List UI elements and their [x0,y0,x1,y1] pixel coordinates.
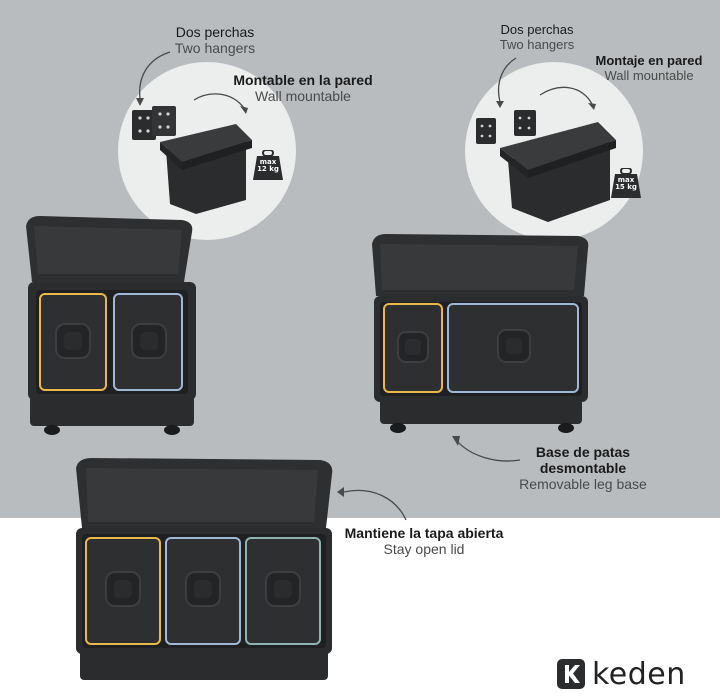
callout-stay-open: Mantiene la tapa abierta Stay open lid [334,525,514,557]
arrow-leg-base [455,439,521,462]
arrow-wall-left [193,93,245,109]
callout-leg-base: Base de patas desmontable Removable leg … [500,444,666,492]
callout-wall-left: Montable en la pared Wall mountable [218,72,388,104]
callout-en: Stay open lid [383,541,465,558]
arrow-stay-open [343,489,407,521]
callout-es-line2: desmontable [539,460,627,477]
arrow-two-hangers-left [139,51,171,99]
weight-max-label: max [259,158,277,166]
callout-es: Montaje en pared [595,53,703,68]
keden-logo-icon [557,659,585,689]
callout-two-hangers-right: Dos perchas Two hangers [480,22,594,53]
callout-es: Dos perchas [175,24,255,40]
bin-small-large-compartments [372,234,589,433]
bin-three-compartments [76,458,333,680]
callout-es: Montable en la pared [233,72,373,88]
brand-name: keden [592,656,686,692]
arrow-wall-right [539,86,593,105]
small-bin-right [500,122,616,222]
callout-es: Mantiene la tapa abierta [344,525,504,541]
callout-wall-right: Montaje en pared Wall mountable [580,53,718,84]
weight-icon [611,167,641,198]
callout-en: Wall mountable [255,88,351,105]
callout-es: Dos perchas [500,22,574,37]
bin-two-compartments [26,216,196,435]
callout-two-hangers-left: Dos perchas Two hangers [150,24,280,56]
arrow-two-hangers-right [497,57,517,103]
callout-en: Wall mountable [604,67,694,83]
weight-icon [253,149,283,180]
callout-en: Two hangers [174,40,256,57]
weight-max-label: max [617,176,635,184]
callout-en: Two hangers [499,36,575,52]
weight-value: 15 kg [615,183,637,192]
small-bin-left [160,124,252,214]
weight-value: 12 kg [257,165,279,174]
brand-logo: keden [556,656,696,692]
hangers-right [476,110,536,144]
callout-es-line1: Base de patas [535,444,631,460]
hangers-left [132,106,176,140]
callout-en: Removable leg base [519,476,647,493]
